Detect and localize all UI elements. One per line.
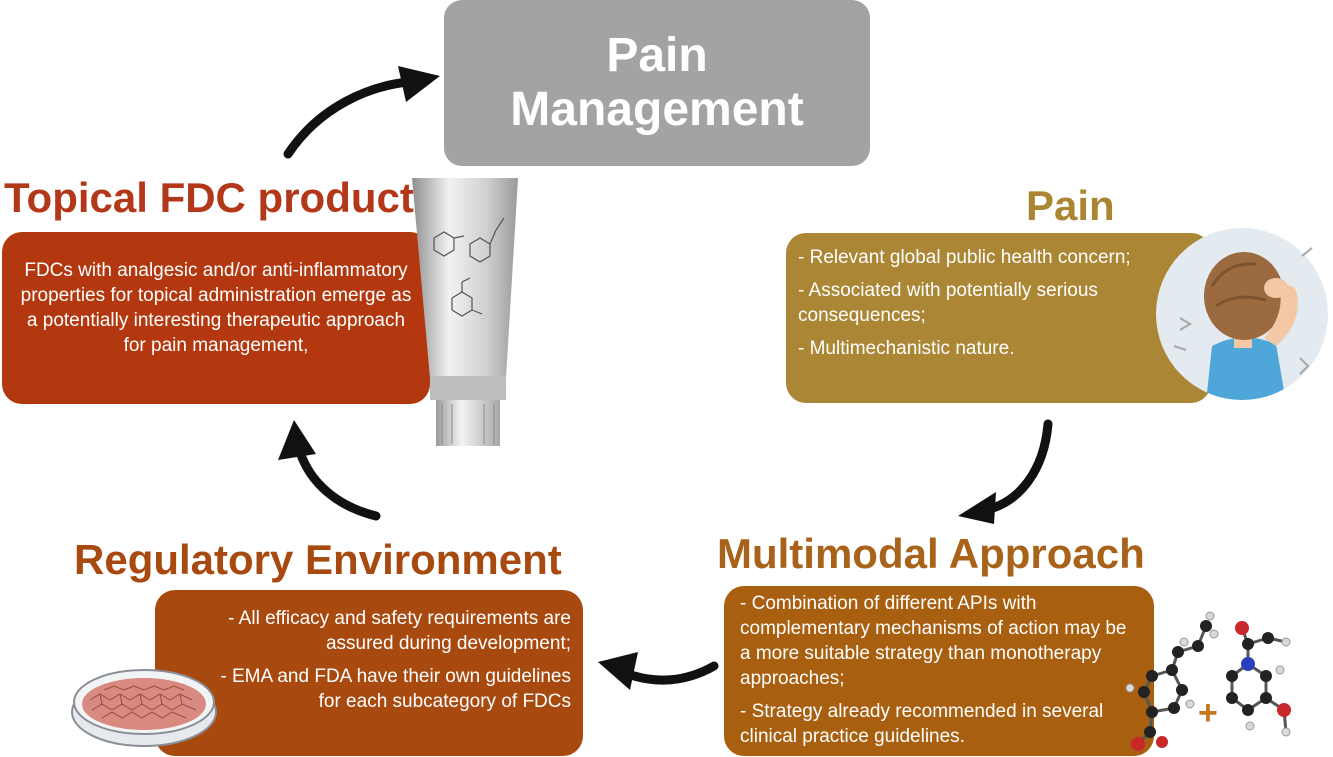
arrow-regulatory-to-topical (278, 420, 381, 521)
topical-fdc-text: FDCs with analgesic and/or anti-inflamma… (20, 260, 412, 356)
arrow-to-pain-management (283, 66, 440, 159)
pain-item: - Associated with potentially serious co… (798, 280, 1098, 326)
pain-heading: Pain (1026, 182, 1115, 229)
pain-management-box: Pain Management (444, 0, 870, 166)
molecule-model-right (1226, 621, 1291, 737)
cream-tube-image (412, 178, 518, 446)
person-pain-image (1156, 228, 1328, 400)
multimodal-item: - Strategy already recommended in severa… (740, 701, 1104, 747)
center-title-line2: Management (510, 83, 804, 136)
topical-fdc-box: FDCs with analgesic and/or anti-inflamma… (2, 232, 430, 404)
multimodal-item: - Combination of different APIs with com… (740, 593, 1127, 689)
plus-sign: + (1198, 694, 1218, 732)
center-title-line1: Pain (606, 29, 708, 82)
pain-box: - Relevant global public health concern;… (786, 233, 1211, 403)
arrow-pain-to-multimodal (958, 419, 1053, 524)
molecule-model-left (1125, 611, 1219, 751)
arrow-multimodal-to-regulatory (598, 652, 719, 690)
pain-item: - Relevant global public health concern; (798, 247, 1131, 268)
multimodal-heading: Multimodal Approach (717, 530, 1145, 577)
pain-item: - Multimechanistic nature. (798, 338, 1015, 359)
multimodal-box: - Combination of different APIs with com… (724, 586, 1154, 756)
topical-fdc-heading: Topical FDC products (4, 174, 438, 221)
regulatory-item: - All efficacy and safety requirements a… (228, 608, 571, 654)
regulatory-item: - EMA and FDA have their own guidelines … (220, 666, 571, 712)
petri-dish-image (71, 669, 217, 747)
regulatory-heading: Regulatory Environment (74, 536, 562, 583)
regulatory-box: - All efficacy and safety requirements a… (155, 590, 583, 756)
